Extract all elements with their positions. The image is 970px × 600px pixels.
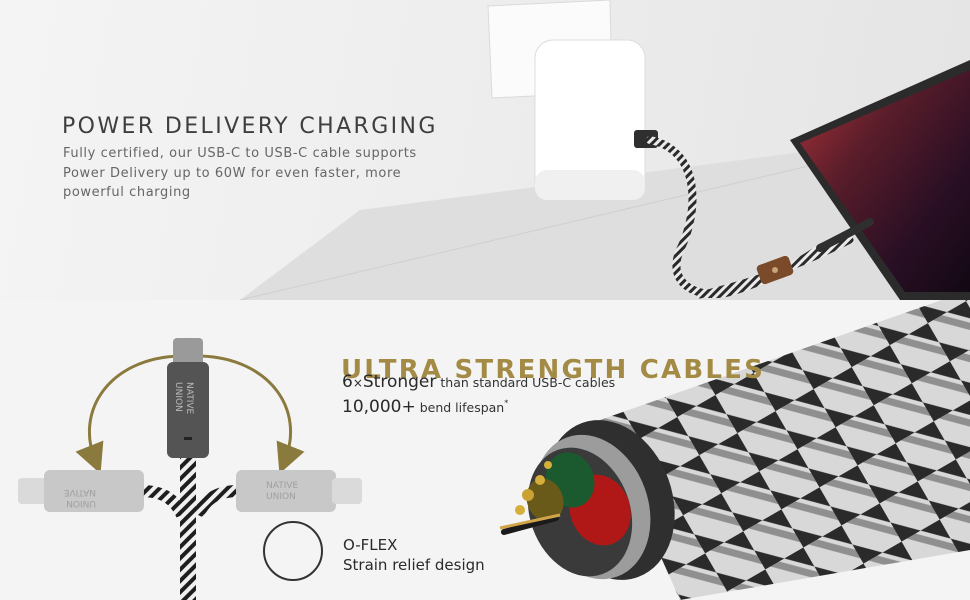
oflex-subtitle: Strain relief design (343, 556, 485, 574)
feature-value: 6 (342, 372, 353, 392)
feature-lifespan: 10,000+ bend lifespan* (342, 397, 508, 417)
brand-mark-line: UNION (173, 382, 183, 412)
usb-c-connector (18, 478, 48, 504)
bend-arrow-left (75, 354, 181, 474)
oflex-title: O-FLEX (343, 536, 398, 554)
feature-value: 10,000+ (342, 397, 416, 417)
usb-c-connector (332, 478, 362, 504)
description-line: powerful charging (63, 185, 191, 200)
cable-housing (44, 470, 144, 512)
brand-mark-line: NATIVE (266, 481, 298, 491)
cable-diagram: NATIVE UNION NATIVE UNION NATIVE UNION (18, 300, 970, 600)
braided-cable-closeup (600, 300, 970, 600)
section-heading: ULTRA STRENGTH CABLES (341, 354, 766, 385)
section-heading: POWER DELIVERY CHARGING (62, 113, 438, 139)
feature-detail: than standard USB-C cables (436, 375, 616, 390)
feature-detail: bend lifespan (415, 400, 505, 415)
footnote-mark: * (504, 398, 509, 408)
power-delivery-section: POWER DELIVERY CHARGING Fully certified,… (0, 0, 970, 300)
description-line: Power Delivery up to 60W for even faster… (63, 165, 402, 181)
brand-mark-line: UNION (66, 498, 96, 508)
brand-mark-line: NATIVE (64, 487, 96, 497)
cable-housing (236, 470, 336, 512)
braided-cable (192, 485, 237, 518)
oflex-circle-icon (263, 521, 323, 581)
brand-mark-line: NATIVE (184, 382, 194, 414)
cable-housing (167, 362, 209, 458)
braided-cable (180, 458, 196, 600)
section-description: Fully certified, our USB-C to USB-C cabl… (63, 144, 463, 203)
usb-c-connector (173, 338, 203, 368)
charger-photo (239, 0, 970, 300)
feature-strength: 6×Stronger than standard USB-C cables (342, 372, 615, 392)
description-line: Fully certified, our USB-C to USB-C cabl… (63, 146, 417, 161)
brand-mark-line: UNION (266, 492, 296, 502)
feature-emphasis: Stronger (362, 372, 437, 392)
ultra-strength-section: NATIVE UNION NATIVE UNION NATIVE UNION (0, 300, 970, 600)
braided-cable (143, 485, 188, 518)
black-wire (500, 515, 560, 535)
bend-arrow-right (199, 354, 305, 474)
multiplier-sign: × (352, 376, 363, 390)
